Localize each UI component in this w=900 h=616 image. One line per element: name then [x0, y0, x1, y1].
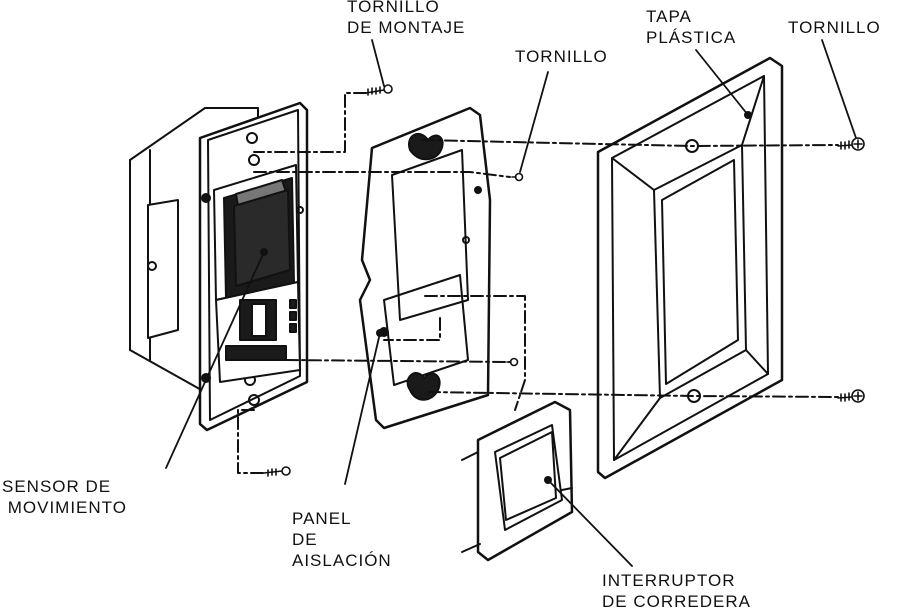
label-screw-middle: TORNILLO: [515, 46, 608, 67]
label-line: SENSOR DE: [2, 477, 112, 496]
screw-cover-top: [837, 137, 865, 151]
plastic-cover-plate: [596, 56, 784, 480]
screws: [263, 84, 865, 477]
screw-middle-top: [511, 172, 524, 182]
leader-lines: [165, 39, 857, 567]
insulation-panel: [358, 106, 492, 430]
label-line: PANEL: [292, 509, 352, 528]
label-line: PLÁSTICA: [646, 28, 737, 47]
label-line: TORNILLO: [788, 18, 881, 37]
label-line: AISLACIÓN: [292, 551, 392, 570]
label-slide-switch: INTERRUPTOR DE CORREDERA: [602, 570, 751, 612]
assembly-lines: [237, 92, 839, 474]
motion-sensor-module: [213, 164, 301, 383]
label-motion-sensor: SENSOR DE MOVIMIENTO: [2, 476, 127, 518]
label-line: DE MONTAJE: [347, 18, 466, 37]
label-screw-right: TORNILLO: [788, 17, 881, 38]
slide-switch: [461, 400, 574, 562]
label-line: TORNILLO: [515, 47, 608, 66]
wall-box: [129, 107, 259, 393]
leader-dots: [260, 111, 752, 484]
label-line: DE CORREDERA: [602, 592, 751, 611]
label-line: MOVIMIENTO: [2, 498, 127, 517]
label-line: DE: [292, 530, 318, 549]
label-plastic-cover: TAPA PLÁSTICA: [646, 6, 736, 48]
label-line: TAPA: [646, 7, 692, 26]
screw-mounting-top: [365, 84, 393, 96]
label-mounting-screw: TORNILLO DE MONTAJE: [347, 0, 465, 38]
label-line: INTERRUPTOR: [602, 571, 736, 590]
screw-mounting-bottom: [263, 466, 291, 477]
label-line: TORNILLO: [347, 0, 440, 16]
screw-cover-bottom: [837, 389, 865, 403]
label-insulation-panel: PANEL DE AISLACIÓN: [292, 508, 392, 571]
